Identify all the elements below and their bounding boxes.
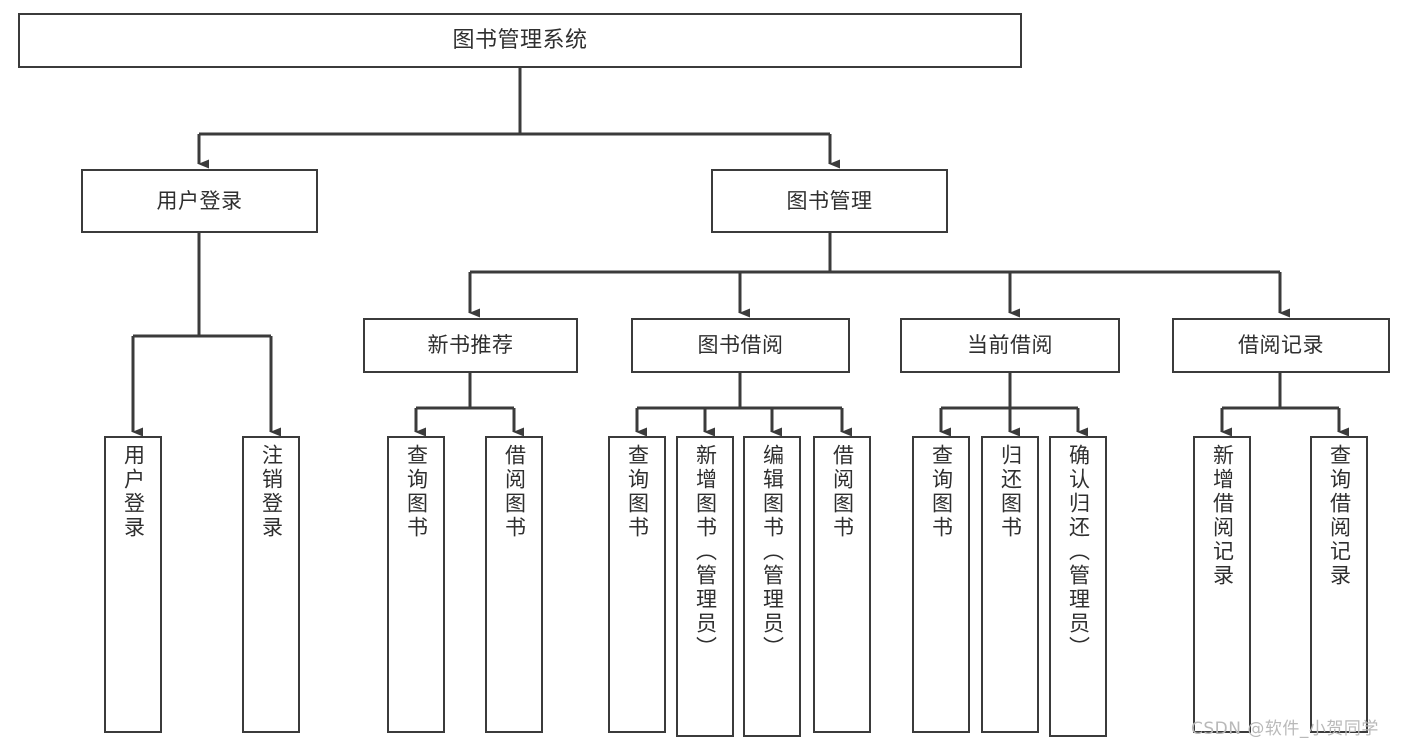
node-book-management[interactable]: 图书管理 bbox=[711, 169, 948, 233]
node-label: 图书管理系统 bbox=[452, 27, 588, 53]
node-label: 当前借阅 bbox=[967, 333, 1053, 358]
node-borrow-record[interactable]: 借阅记录 bbox=[1172, 318, 1390, 373]
node-label: 查询图书 bbox=[404, 444, 429, 540]
node-label: 归还图书 bbox=[998, 444, 1023, 540]
node-label: 编辑图书（管理员） bbox=[760, 444, 785, 660]
node-root-system[interactable]: 图书管理系统 bbox=[18, 13, 1022, 68]
leaf-logout-login[interactable]: 注销登录 bbox=[242, 436, 300, 733]
node-label: 借阅记录 bbox=[1238, 333, 1324, 358]
node-label: 用户登录 bbox=[121, 444, 146, 540]
node-label: 注销登录 bbox=[259, 444, 284, 540]
leaf-borrow-book-recommend[interactable]: 借阅图书 bbox=[485, 436, 543, 733]
node-label: 新书推荐 bbox=[427, 333, 514, 358]
csdn-watermark: CSDN @软件_小贺同学 bbox=[1191, 719, 1379, 739]
node-label: 借阅图书 bbox=[502, 444, 527, 540]
node-label: 确认归还（管理员） bbox=[1066, 444, 1091, 660]
node-label: 查询图书 bbox=[625, 444, 650, 540]
node-book-borrow[interactable]: 图书借阅 bbox=[631, 318, 850, 373]
node-user-login[interactable]: 用户登录 bbox=[81, 169, 318, 233]
leaf-confirm-return-admin[interactable]: 确认归还（管理员） bbox=[1049, 436, 1107, 737]
node-label: 图书借阅 bbox=[697, 333, 784, 358]
node-label: 新增借阅记录 bbox=[1210, 444, 1235, 588]
leaf-edit-book-admin[interactable]: 编辑图书（管理员） bbox=[743, 436, 801, 737]
node-label: 查询借阅记录 bbox=[1327, 444, 1352, 588]
leaf-user-login[interactable]: 用户登录 bbox=[104, 436, 162, 733]
leaf-return-book[interactable]: 归还图书 bbox=[981, 436, 1039, 733]
node-label: 新增图书（管理员） bbox=[693, 444, 718, 660]
node-new-book-recommend[interactable]: 新书推荐 bbox=[363, 318, 578, 373]
node-current-borrow[interactable]: 当前借阅 bbox=[900, 318, 1120, 373]
leaf-add-borrow-record[interactable]: 新增借阅记录 bbox=[1193, 436, 1251, 733]
node-label: 图书管理 bbox=[786, 188, 873, 213]
node-label: 查询图书 bbox=[929, 444, 954, 540]
leaf-query-borrow-record[interactable]: 查询借阅记录 bbox=[1310, 436, 1368, 733]
leaf-query-book-recommend[interactable]: 查询图书 bbox=[387, 436, 445, 733]
node-label: 用户登录 bbox=[156, 188, 243, 213]
leaf-borrow-book-borrow[interactable]: 借阅图书 bbox=[813, 436, 871, 733]
leaf-add-book-admin[interactable]: 新增图书（管理员） bbox=[676, 436, 734, 737]
node-label: 借阅图书 bbox=[830, 444, 855, 540]
leaf-query-book-borrow[interactable]: 查询图书 bbox=[608, 436, 666, 733]
leaf-query-book-current[interactable]: 查询图书 bbox=[912, 436, 970, 733]
